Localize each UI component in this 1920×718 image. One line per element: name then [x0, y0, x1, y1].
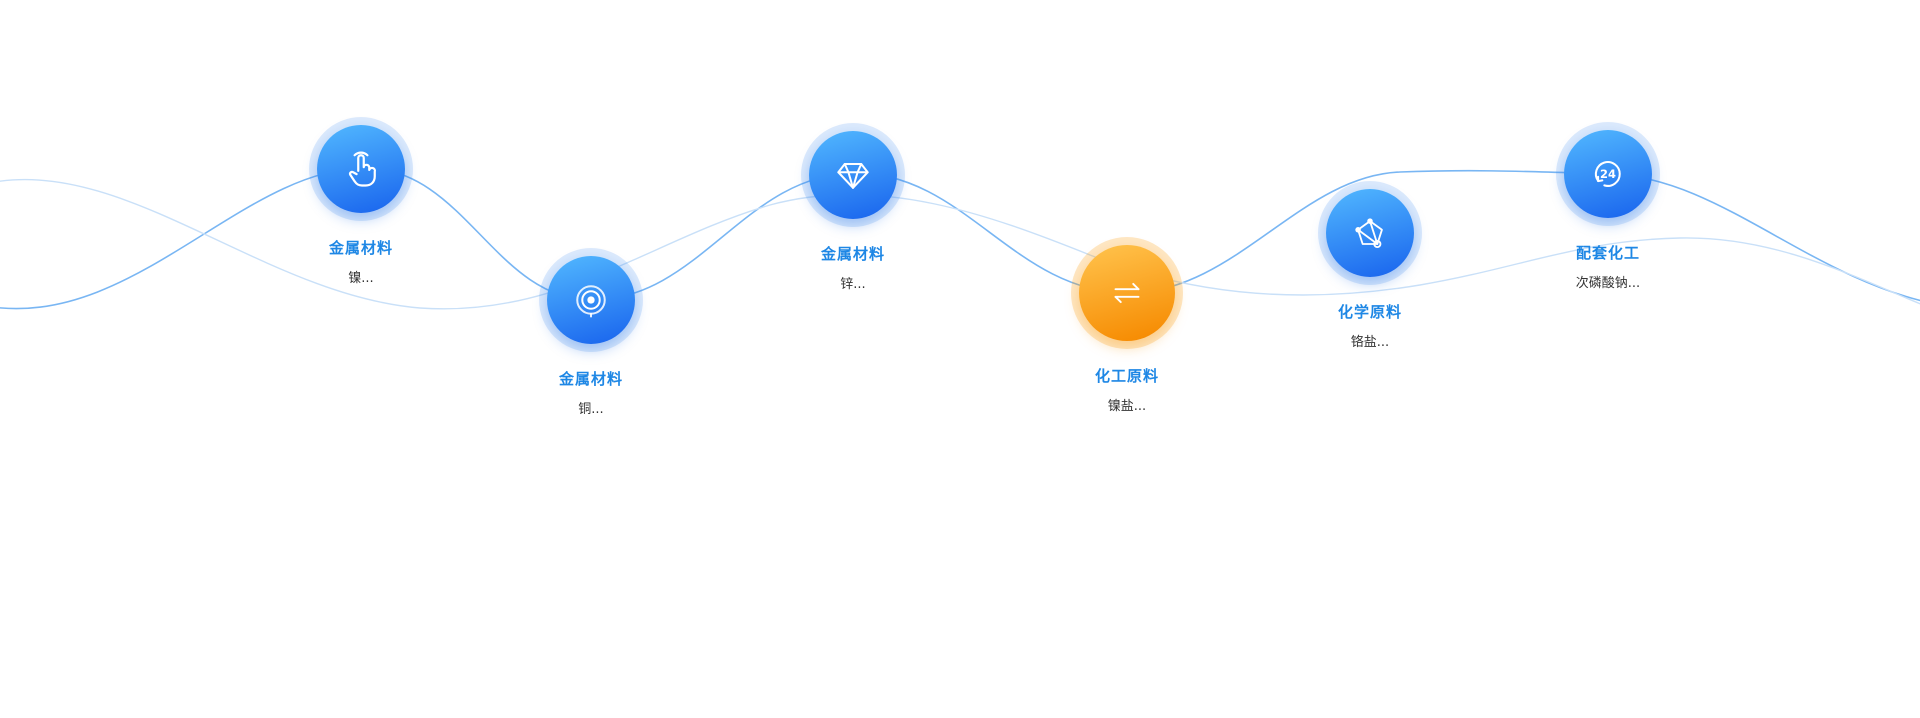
clock-24-icon: 24 [1594, 161, 1621, 187]
category-node-chem-nickel-salt[interactable]: 化工原料 镍盐... [1071, 237, 1183, 414]
node-circle [317, 125, 405, 213]
node-title: 化工原料 [1094, 367, 1159, 385]
category-node-metal-copper[interactable]: 金属材料 铜... [539, 248, 643, 417]
diamond-gem-icon [837, 162, 869, 189]
node-subtitle: 次磷酸钠... [1575, 276, 1641, 291]
node-title: 金属材料 [328, 239, 393, 257]
node-halo [801, 123, 905, 227]
node-circle [1079, 245, 1175, 341]
node-halo [539, 248, 643, 352]
exchange-arrows-icon [1114, 282, 1140, 304]
node-subtitle: 铬盐... [1350, 335, 1390, 350]
category-node-metal-nickel[interactable]: 金属材料 镍... [309, 117, 413, 286]
clock-24-label: 24 [1600, 167, 1616, 181]
node-circle [1326, 189, 1414, 277]
node-circle: 24 [1564, 130, 1652, 218]
node-halo [309, 117, 413, 221]
node-subtitle: 锌... [840, 277, 866, 292]
node-halo: 24 [1556, 122, 1660, 226]
molecule-pentagon-icon [1355, 218, 1383, 249]
node-subtitle: 镍盐... [1107, 399, 1147, 414]
node-subtitle: 镍... [348, 271, 374, 286]
node-circle [809, 131, 897, 219]
node-circle [547, 256, 635, 344]
node-halo [1318, 181, 1422, 285]
node-subtitle: 铜... [578, 402, 604, 417]
node-title: 金属材料 [558, 370, 623, 388]
radar-signal-icon [576, 285, 606, 318]
category-node-metal-zinc[interactable]: 金属材料 锌... [801, 123, 905, 292]
node-halo [1071, 237, 1183, 349]
category-node-chem-chromium-salt[interactable]: 化学原料 铬盐... [1318, 181, 1422, 350]
node-title: 化学原料 [1337, 303, 1402, 321]
node-title: 配套化工 [1575, 244, 1640, 262]
node-title: 金属材料 [820, 245, 885, 263]
category-node-support-chem[interactable]: 24 配套化工 次磷酸钠... [1556, 122, 1660, 291]
tap-hand-icon [348, 151, 376, 187]
